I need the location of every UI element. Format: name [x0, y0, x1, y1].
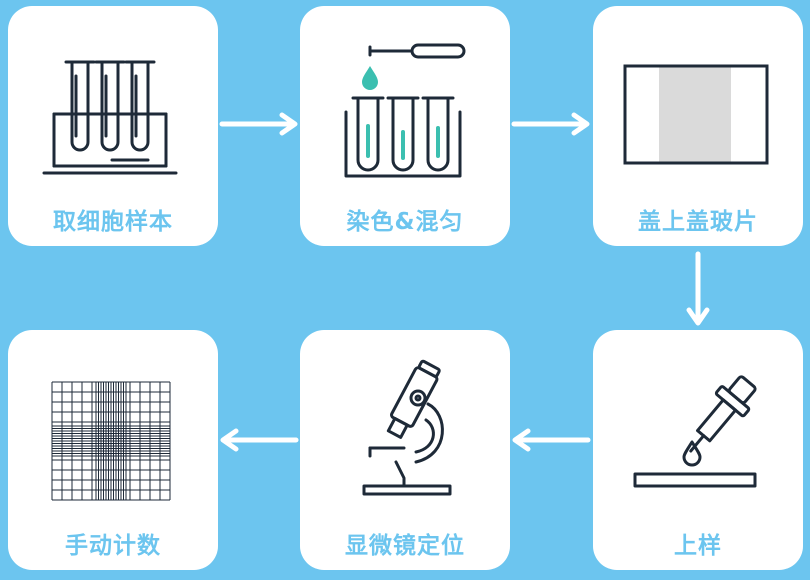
microscope-icon	[362, 359, 452, 496]
step-label: 取细胞样本	[53, 209, 173, 235]
arrow-left-icon	[512, 428, 591, 452]
step-card-microscope: 显微镜定位	[300, 330, 510, 570]
step-label: 染色&混匀	[346, 209, 464, 235]
step-card-sample: 取细胞样本	[8, 6, 218, 246]
step-label: 上样	[674, 533, 722, 559]
step-card-stain: 染色&混匀	[300, 6, 510, 246]
step-label: 盖上盖玻片	[638, 209, 758, 235]
step-label: 手动计数	[65, 533, 161, 559]
step-label: 显微镜定位	[345, 533, 465, 559]
step-card-load: 上样	[593, 330, 803, 570]
step-card-cover: 盖上盖玻片	[593, 6, 803, 246]
cover-slip-icon	[623, 64, 769, 165]
arrow-down-icon	[686, 251, 710, 326]
step-card-count: 手动计数	[8, 330, 218, 570]
test-tube-rack-icon	[42, 60, 178, 175]
counting-grid-icon	[51, 381, 171, 501]
pipette-slide-icon	[633, 375, 757, 488]
arrow-right-icon	[219, 112, 298, 136]
arrow-right-icon	[511, 112, 590, 136]
arrow-left-icon	[220, 428, 299, 452]
dropper-stained-tubes-icon	[344, 43, 466, 178]
